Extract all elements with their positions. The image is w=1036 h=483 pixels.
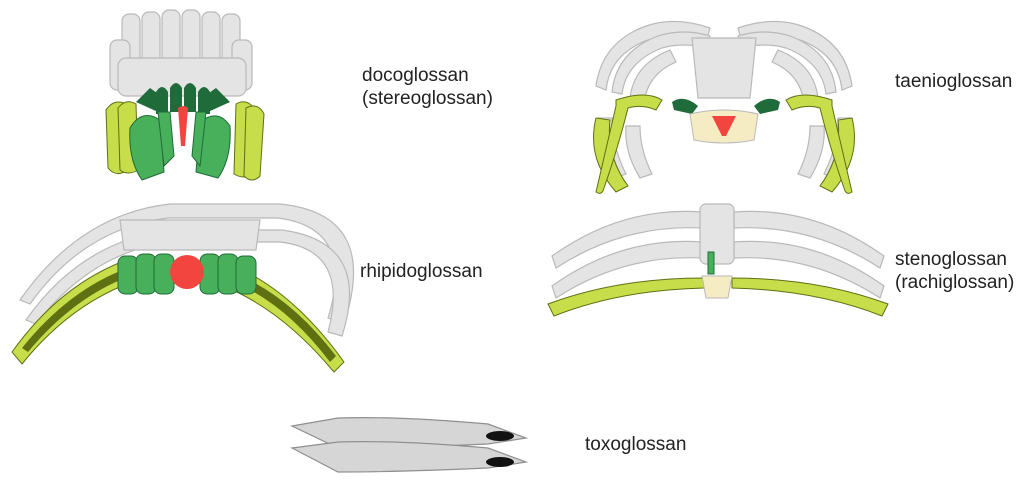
rhipidoglossan-label-line1: rhipidoglossan [360, 260, 483, 283]
stenoglossan-label-line2: (rachiglossan) [895, 271, 1014, 294]
toxoglossan-label-line1: toxoglossan [585, 433, 686, 456]
toxoglossan-label: toxoglossan [585, 433, 686, 456]
docoglossan-label: docoglossan (stereoglossan) [362, 64, 493, 110]
stenoglossan-radula [548, 204, 888, 316]
docoglossan-rachidian-tooth [178, 106, 188, 146]
toxoglossan-tip-lower [486, 457, 514, 467]
rhipidoglossan-radula [12, 204, 354, 372]
taenioglossan-label: taenioglossan [895, 70, 1012, 93]
taenioglossan-label-line1: taenioglossan [895, 70, 1012, 93]
toxoglossan-tooth-lower [292, 442, 526, 472]
toxoglossan-radula [292, 418, 526, 472]
taenioglossan-radula [594, 21, 855, 193]
stenoglossan-rachidian-base [702, 276, 732, 298]
docoglossan-ghost-rows [110, 10, 252, 96]
docoglossan-label-line2: (stereoglossan) [362, 87, 493, 110]
rhipidoglossan-label: rhipidoglossan [360, 260, 483, 283]
docoglossan-radula [106, 10, 264, 180]
rhipidoglossan-rachidian-tooth [170, 255, 204, 289]
stenoglossan-rachidian-tooth [708, 252, 714, 274]
toxoglossan-tip-upper [486, 431, 514, 441]
stenoglossan-label: stenoglossan (rachiglossan) [895, 248, 1014, 294]
docoglossan-label-line1: docoglossan [362, 64, 493, 87]
stenoglossan-label-line1: stenoglossan [895, 248, 1014, 271]
